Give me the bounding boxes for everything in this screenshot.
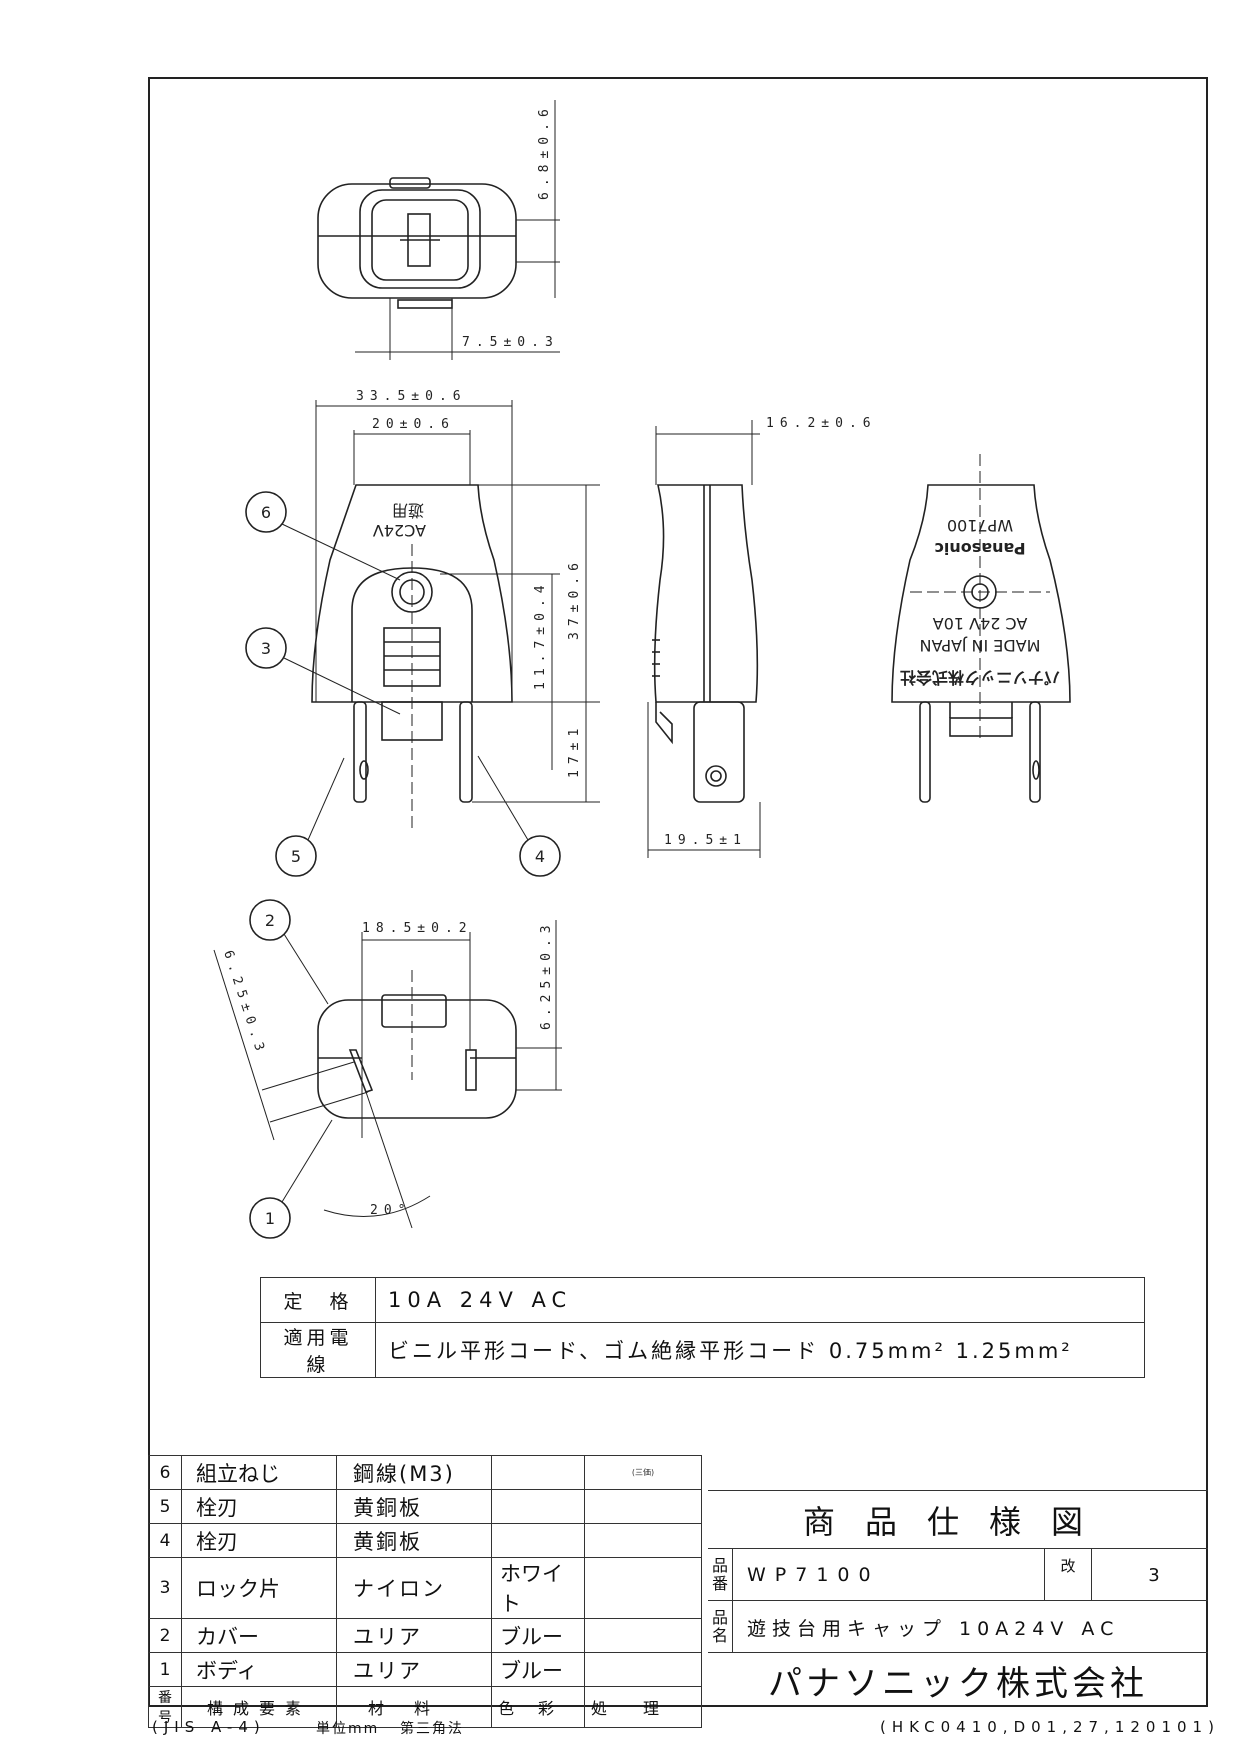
product-name-row: 品名 遊技台用キャップ 10A24V AC	[708, 1600, 1208, 1653]
part-color	[491, 1455, 585, 1490]
dim-19-5: 19.5±1	[664, 833, 747, 848]
product-name-label: 品名	[708, 1601, 733, 1653]
back-view	[891, 454, 1071, 803]
table-row: 5 栓刃 黄銅板	[148, 1489, 702, 1524]
footer-standard: (JIS A-4)	[152, 1718, 266, 1736]
part-number-value: WP7100	[747, 1564, 880, 1586]
part-color: ブルー	[491, 1618, 585, 1653]
revision-value: 3	[1148, 1564, 1160, 1586]
part-no: 2	[148, 1618, 182, 1653]
dim-angle: 20°	[370, 1203, 411, 1218]
title-block: 商品仕様図 品番 WP7100 改 3 品名 遊技台用キャップ 10A24V A…	[708, 1490, 1208, 1707]
part-no: 6	[148, 1455, 182, 1490]
callout-2: 2	[265, 911, 275, 930]
part-no: 4	[148, 1523, 182, 1558]
footer-unit: 単位mm	[316, 1721, 380, 1737]
part-material: ナイロン	[336, 1557, 492, 1619]
part-material: 鋼線(M3)	[336, 1455, 492, 1490]
callout-6: 6	[261, 503, 271, 522]
part-name: ロック片	[181, 1557, 337, 1619]
top-view	[317, 100, 560, 360]
table-row: 3 ロック片 ナイロン ホワイト	[148, 1557, 702, 1619]
process-stamp: (三価)	[631, 1468, 655, 1477]
front-view	[311, 400, 600, 830]
dim-37: 37±0.6	[567, 557, 582, 640]
callouts	[245, 491, 561, 1239]
part-process	[584, 1523, 702, 1558]
revision-label: 改	[1044, 1549, 1092, 1601]
dim-18-5: 18.5±0.2	[362, 921, 473, 936]
part-name: 栓刃	[181, 1489, 337, 1524]
part-material: ユリア	[336, 1618, 492, 1653]
part-material: ユリア	[336, 1652, 492, 1687]
dim-6-8: 6.8±0.6	[537, 103, 552, 200]
back-maker-mark: パナソニック株式会社	[900, 668, 1060, 687]
part-no: 5	[148, 1489, 182, 1524]
part-process: (三価)	[584, 1455, 702, 1490]
part-no: 3	[148, 1557, 182, 1619]
header-no: 番号	[148, 1686, 182, 1728]
part-process	[584, 1489, 702, 1524]
callout-5: 5	[291, 847, 301, 866]
rating-label: 定 格	[260, 1277, 376, 1323]
back-model-mark: WP7100	[947, 516, 1013, 535]
header-material: 材料	[336, 1686, 492, 1728]
front-use-mark: 遊用	[392, 501, 424, 520]
part-process	[584, 1652, 702, 1687]
part-name: 組立ねじ	[181, 1455, 337, 1490]
product-name-value: 遊技台用キャップ 10A24V AC	[747, 1617, 1120, 1640]
side-view	[647, 420, 761, 858]
table-row: 2 カバー ユリア ブルー	[148, 1618, 702, 1653]
footer-doc-code: (HKC0410,D01,27,120101)	[880, 1718, 1220, 1736]
spec-row-wire: 適用電線 ビニル平形コード、ゴム絶縁平形コード 0.75mm² 1.25mm²	[260, 1322, 1145, 1378]
table-header-row: 番号 構成要素 材料 色彩 処理	[148, 1686, 702, 1728]
wire-label: 適用電線	[260, 1322, 376, 1378]
back-rating-mark: AC 24V 10A	[933, 614, 1028, 633]
dim-7-5: 7.5±0.3	[462, 335, 559, 350]
parts-table: 6 組立ねじ 鋼線(M3) (三価) 5 栓刃 黄銅板 4 栓刃 黄銅板 3 ロ…	[148, 1455, 702, 1728]
dim-33-5: 33.5±0.6	[356, 389, 467, 404]
header-process: 処理	[584, 1686, 702, 1728]
part-color	[491, 1523, 585, 1558]
part-material: 黄銅板	[336, 1489, 492, 1524]
back-origin-mark: MADE IN JAPAN	[920, 636, 1041, 655]
part-color: ホワイト	[491, 1557, 585, 1619]
part-color	[491, 1489, 585, 1524]
dim-20: 20±0.6	[372, 417, 455, 432]
callout-4: 4	[535, 847, 545, 866]
bottom-view	[213, 920, 562, 1229]
rating-value: 10A 24V AC	[375, 1277, 1145, 1323]
dim-6-25-diagonal: 6.25±0.3	[220, 949, 268, 1059]
dim-17: 17±1	[567, 723, 582, 778]
part-number-row: 品番 WP7100 改 3	[708, 1548, 1208, 1601]
footer-projection: 第三角法	[400, 1721, 464, 1737]
part-material: 黄銅板	[336, 1523, 492, 1558]
table-row: 1 ボディ ユリア ブルー	[148, 1652, 702, 1687]
part-color: ブルー	[491, 1652, 585, 1687]
callout-1: 1	[265, 1209, 275, 1228]
dim-16-2: 16.2±0.6	[766, 416, 877, 431]
company-name: パナソニック株式会社	[708, 1652, 1208, 1707]
header-name: 構成要素	[181, 1686, 337, 1728]
part-name: カバー	[181, 1618, 337, 1653]
part-process	[584, 1618, 702, 1653]
part-name: ボディ	[181, 1652, 337, 1687]
wire-value: ビニル平形コード、ゴム絶縁平形コード 0.75mm² 1.25mm²	[375, 1322, 1145, 1378]
part-no: 1	[148, 1652, 182, 1687]
dim-11-7: 11.7±0.4	[533, 579, 548, 690]
callout-3: 3	[261, 639, 271, 658]
part-process	[584, 1557, 702, 1619]
header-color: 色彩	[491, 1686, 585, 1728]
part-name: 栓刃	[181, 1523, 337, 1558]
front-rating-mark: AC24V	[373, 521, 426, 540]
drawing-title: 商品仕様図	[708, 1490, 1208, 1549]
part-number-label: 品番	[708, 1549, 733, 1601]
spec-table: 定 格 10A 24V AC 適用電線 ビニル平形コード、ゴム絶縁平形コード 0…	[260, 1277, 1145, 1378]
dim-6-25-vertical: 6.25±0.3	[539, 919, 554, 1030]
back-brand-mark: Panasonic	[934, 539, 1025, 558]
table-row: 6 組立ねじ 鋼線(M3) (三価)	[148, 1455, 702, 1490]
spec-row-rating: 定 格 10A 24V AC	[260, 1277, 1145, 1323]
table-row: 4 栓刃 黄銅板	[148, 1523, 702, 1558]
